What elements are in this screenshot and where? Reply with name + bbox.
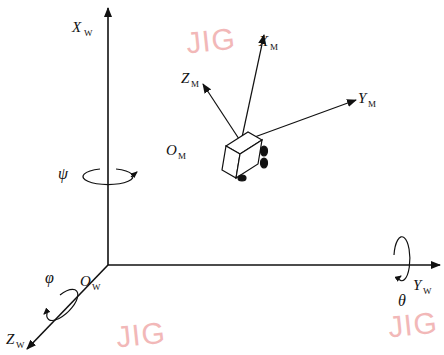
axis-subscript: M [191, 80, 199, 89]
axis-letter: Z [181, 71, 189, 86]
watermark: JIG [115, 318, 168, 353]
vehicle [222, 132, 268, 181]
axis-subscript: W [84, 29, 93, 38]
axis-subscript: M [178, 152, 186, 161]
axis-letter: Y [358, 91, 366, 106]
watermark: JIG [185, 23, 238, 58]
axis-letter: Y [413, 278, 421, 293]
axis-letter: Z [6, 332, 14, 347]
rotation-symbol: φ [45, 270, 54, 286]
axis-letter: X [72, 20, 81, 35]
origin-subscript: W [92, 283, 101, 292]
axis-subscript: W [423, 287, 432, 296]
rotation-symbol: ψ [58, 166, 68, 182]
axis-letter: O [166, 143, 177, 158]
axis-subscript: M [270, 43, 278, 52]
rotation-symbol: θ [398, 293, 406, 309]
axis-subscript: M [368, 100, 376, 109]
axis-subscript: W [16, 341, 25, 350]
origin-letter: O [80, 274, 91, 289]
watermark: JIG [387, 307, 440, 342]
axis-letter: X [259, 34, 268, 49]
